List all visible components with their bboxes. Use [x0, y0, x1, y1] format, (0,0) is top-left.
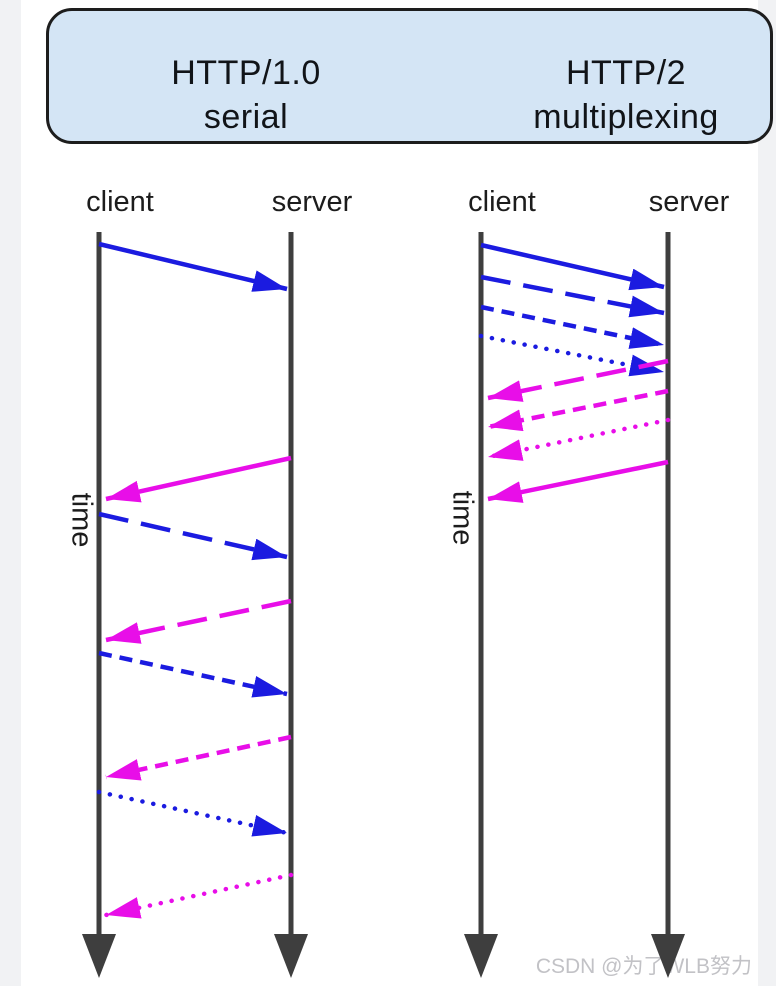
left-title-line1: HTTP/1.0: [171, 54, 321, 92]
watermark-text: CSDN @为了WLB努力: [535, 955, 752, 978]
right-title-line2: multiplexing: [533, 98, 719, 136]
left-title-line2: serial: [203, 98, 289, 136]
http2-time-axis-label: time: [446, 490, 479, 546]
header-box: HTTP/1.0 serial HTTP/2 multiplexing: [46, 8, 773, 144]
http1-server-label: server: [271, 186, 353, 218]
http1-time-axis-label: time: [65, 492, 98, 548]
http1-client-label: client: [86, 186, 154, 218]
right-title-line1: HTTP/2: [565, 54, 687, 92]
right-panel-title: HTTP/2 multiplexing: [446, 51, 776, 139]
diagram-canvas: HTTP/1.0 serial HTTP/2 multiplexing clie…: [21, 0, 773, 986]
left-panel-title: HTTP/1.0 serial: [66, 51, 426, 139]
http2-server-label: server: [648, 186, 730, 218]
http2-client-label: client: [468, 186, 536, 218]
